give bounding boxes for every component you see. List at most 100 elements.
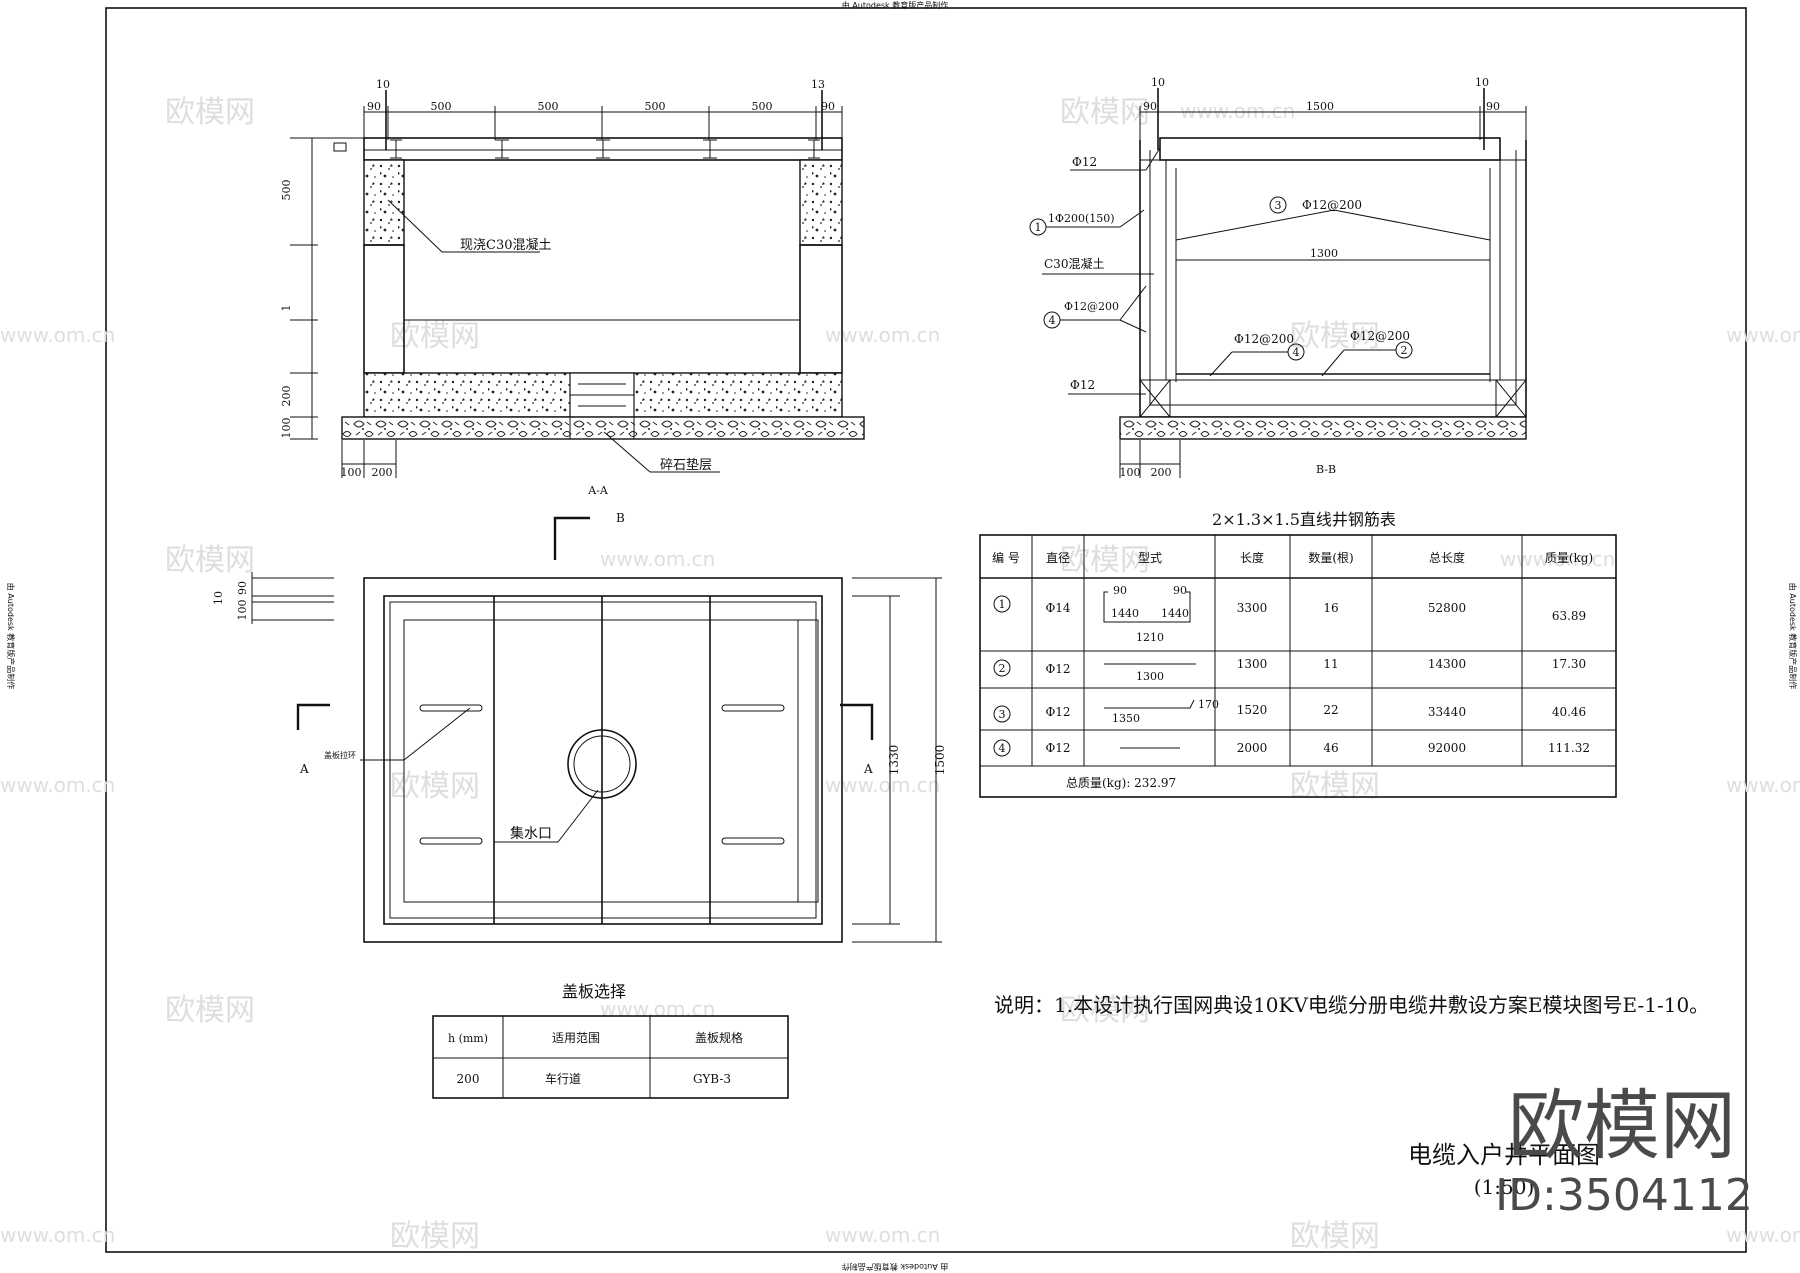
watermark-brand: 欧模网 — [165, 543, 255, 578]
edu-stamp-top: 由 Autodesk 教育版产品制作 — [842, 0, 948, 10]
cell-total-length: 52800 — [1428, 601, 1466, 615]
watermark-brand: 欧模网 — [1060, 993, 1150, 1028]
rebar-label: 1Φ200(150) — [1048, 212, 1115, 225]
rebar-label: Φ12@200 — [1064, 300, 1119, 313]
cell-quantity: 22 — [1323, 703, 1338, 717]
dim-label: 200 — [1151, 466, 1172, 479]
watermark-brand: 欧模网 — [1060, 543, 1150, 578]
table-row: 4 Φ12 2000 46 92000 111.32 — [993, 739, 1590, 757]
dim-label: 200 — [372, 466, 393, 479]
row-number: 4 — [999, 742, 1006, 755]
plan-view: B A A 盖板拉环 集水口 — [212, 511, 947, 943]
section-label: A-A — [587, 484, 609, 497]
shape-dim: 90 — [1173, 584, 1187, 597]
watermark-brand: 欧模网 — [1290, 769, 1380, 804]
rebar-number: 4 — [1293, 346, 1300, 359]
rebar-mark: 10 — [1151, 76, 1165, 89]
watermark-logo: 欧模网 — [1508, 1081, 1736, 1170]
rebar-label: Φ12@200 — [1350, 329, 1410, 343]
watermark-brand: 欧模网 — [165, 993, 255, 1028]
dim-label: 90 — [236, 581, 249, 595]
dim-label: 500 — [752, 100, 773, 113]
shape-dim: 1210 — [1136, 631, 1164, 644]
rebar-label: Φ12 — [1070, 378, 1095, 392]
rebar-number: 4 — [1049, 314, 1056, 327]
watermark-url: www.om.cn — [1180, 99, 1295, 123]
section-a-a: 90 500 500 500 500 90 10 13 — [280, 78, 865, 497]
row-number: 3 — [999, 708, 1006, 721]
table-row: 1 Φ14 90 90 1440 1440 1210 3300 16 52800… — [993, 584, 1586, 644]
sheet-border — [105, 7, 1747, 1253]
watermark-url: www.om.cn — [600, 997, 715, 1021]
watermark-brand: 欧模网 — [1290, 319, 1380, 354]
watermark-brand: 欧模网 — [390, 769, 480, 804]
drain-outlet — [567, 729, 637, 799]
cell-diameter: Φ14 — [1045, 601, 1070, 615]
row-number: 2 — [999, 662, 1006, 675]
rebar-schedule-table: 2×1.3×1.5直线井钢筋表 编 号 直径 型式 长度 数量(根) 总长度 质… — [979, 510, 1617, 798]
shape-dim: 1440 — [1111, 607, 1139, 620]
design-note: 说明：1.本设计执行国网典设10KV电缆分册电缆井敷设方案E模块图号E-1-10… — [994, 993, 1709, 1017]
table-row: 2 Φ12 1300 1300 11 14300 17.30 — [993, 657, 1586, 683]
shape-dim: 1300 — [1136, 670, 1164, 683]
shape-dim: 1440 — [1161, 607, 1189, 620]
cell-diameter: Φ12 — [1045, 741, 1070, 755]
watermark-url: www.om.cn — [0, 773, 115, 797]
table-header: 数量(根) — [1308, 550, 1353, 565]
cell-total-length: 33440 — [1428, 705, 1466, 719]
cell-length: 2000 — [1237, 741, 1268, 755]
handle-label: 盖板拉环 — [324, 750, 356, 760]
cell-length: 1520 — [1237, 703, 1268, 717]
table-row: 3 Φ12 1350 170 1520 22 33440 40.46 — [993, 698, 1586, 725]
dim-label: 100 — [236, 600, 249, 621]
table-total-mass: 总质量(kg): 232.97 — [1066, 776, 1176, 790]
cell-mass: 111.32 — [1548, 741, 1590, 755]
shape-dim: 170 — [1198, 698, 1219, 711]
rebar-number-circle — [1269, 196, 1287, 214]
cell-total-length: 92000 — [1428, 741, 1466, 755]
watermark-url: www.om.cn — [0, 323, 115, 347]
watermark-url: www.om.cn — [1726, 1223, 1800, 1247]
cell-mass: 40.46 — [1552, 705, 1586, 719]
watermark-url: www.om.cn — [1726, 323, 1800, 347]
dim-label: 10 — [212, 591, 225, 605]
cell-length: 1300 — [1237, 657, 1268, 671]
dim-label: 1 — [280, 305, 293, 312]
rebar-number: 2 — [1401, 344, 1408, 357]
table-cell: 200 — [457, 1072, 480, 1086]
watermark-id: ID:3504112 — [1495, 1170, 1753, 1221]
section-marker-a-left: A — [299, 762, 309, 776]
watermark-url: www.om.cn — [600, 547, 715, 571]
table-header: 盖板规格 — [695, 1030, 743, 1045]
dim-label: 90 — [1143, 100, 1157, 113]
row-number: 1 — [999, 598, 1006, 611]
cover-table-title: 盖板选择 — [562, 982, 626, 1001]
table-header: 质量(kg) — [1545, 551, 1593, 565]
table-header: 直径 — [1046, 551, 1070, 565]
watermark-brand: 欧模网 — [390, 1219, 480, 1254]
watermark-brand: 欧模网 — [1060, 95, 1150, 130]
cell-mass: 17.30 — [1552, 657, 1586, 671]
table-header: h (mm) — [448, 1032, 488, 1045]
cell-length: 3300 — [1237, 601, 1268, 615]
section-b-b: 90 1500 90 10 10 1300 100 200 — [1029, 76, 1527, 479]
rebar-mark: 10 — [1475, 76, 1489, 89]
table-cell: 车行道 — [545, 1071, 581, 1086]
watermark-url: www.om.cn — [1726, 773, 1800, 797]
cell-mass: 63.89 — [1552, 609, 1586, 623]
dim-label: 90 — [1486, 100, 1500, 113]
dim-label: 1330 — [887, 745, 901, 776]
rebar-mark: 10 — [376, 78, 390, 91]
cell-diameter: Φ12 — [1045, 662, 1070, 676]
watermark-url: www.om.cn — [1500, 547, 1615, 571]
cover-selection-table: 盖板选择 h (mm) 适用范围 盖板规格 200 车行道 GYB-3 — [432, 982, 789, 1099]
rebar-table-title: 2×1.3×1.5直线井钢筋表 — [1212, 510, 1396, 529]
watermark-brand: 欧模网 — [1290, 1219, 1380, 1254]
section-marker-b: B — [616, 511, 625, 525]
watermark-brand: 欧模网 — [165, 95, 255, 130]
cell-diameter: Φ12 — [1045, 705, 1070, 719]
watermark-url: www.om.cn — [0, 1223, 115, 1247]
edu-stamp-left: 由 Autodesk 教育版产品制作 — [6, 583, 16, 689]
rebar-number: 3 — [1275, 199, 1282, 212]
